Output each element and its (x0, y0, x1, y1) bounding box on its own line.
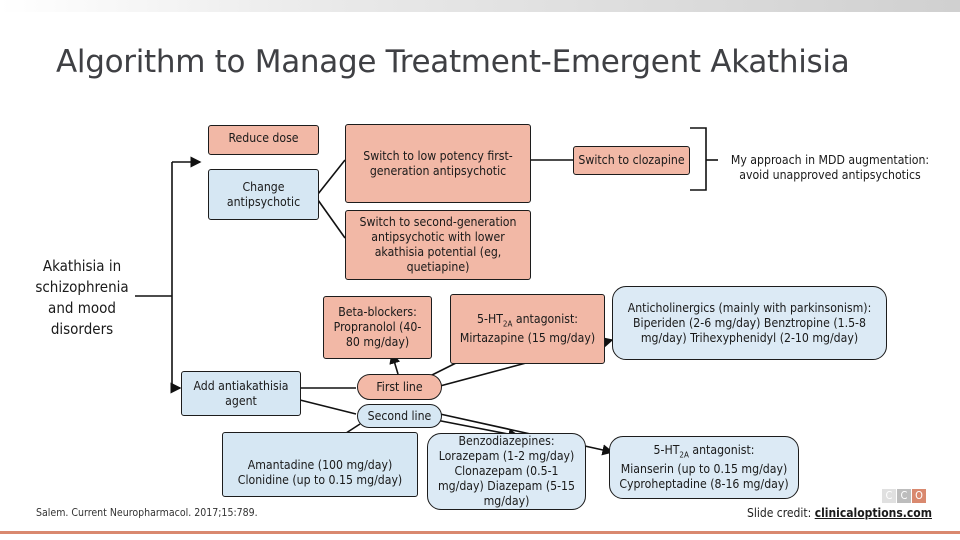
approach-note: My approach in MDD augmentation: avoid u… (730, 153, 930, 182)
citation: Salem. Current Neuropharmacol. 2017;15:7… (36, 507, 258, 519)
ht2a-second-heading: 5-HT2A antagonist: (653, 442, 755, 460)
logo-letter-3: O (912, 489, 926, 503)
ht2a-antagonist-first-line-box: 5-HT2A antagonist: Mirtazapine (15 mg/da… (450, 294, 605, 364)
second-line-box: Second line (357, 404, 442, 428)
connector-change-sga (317, 199, 346, 239)
credit-link[interactable]: clinicaloptions.com (814, 506, 932, 520)
change-antipsychotic-box: Change antipsychotic (208, 169, 319, 220)
benzodiazepines-box: Benzodiazepines: Lorazepam (1-2 mg/day) … (427, 433, 586, 510)
approach-bracket (690, 127, 707, 191)
credit-label: Slide credit: (747, 506, 815, 520)
bottom-accent-bar (0, 531, 960, 534)
switch-sga-box: Switch to second-generation antipsychoti… (345, 210, 531, 280)
switch-low-potency-box: Switch to low potency first-generation a… (345, 124, 531, 203)
first-line-box: First line (357, 374, 442, 400)
connector-add-second (299, 399, 357, 415)
ht2a-second-drugs: Mianserin (up to 0.15 mg/day) Cyprohepta… (619, 462, 789, 492)
switch-clozapine-box: Switch to clozapine (573, 146, 690, 175)
top-gradient-bar (0, 0, 960, 12)
slide-credit: Slide credit: clinicaloptions.com (747, 506, 932, 520)
start-node-label: Akathisia in schizophrenia and mood diso… (35, 257, 129, 338)
ht2a-first-heading: 5-HT2A antagonist: (477, 311, 578, 329)
add-antiakathisia-agent-box: Add antiakathisia agent (181, 371, 301, 416)
ht2a-antagonist-second-line-box: 5-HT2A antagonist: Mianserin (up to 0.15… (609, 436, 799, 499)
amantadine-clonidine-box: Amantadine (100 mg/day) Clonidine (up to… (222, 432, 418, 497)
logo-letter-2: C (897, 489, 911, 503)
cco-logo: C C O (882, 489, 927, 503)
slide-title: Algorithm to Manage Treatment-Emergent A… (56, 44, 850, 80)
connector-change-low-potency (317, 159, 346, 195)
anticholinergics-box: Anticholinergics (mainly with parkinsoni… (612, 286, 887, 360)
reduce-dose-box: Reduce dose (208, 125, 319, 155)
ht2a-first-drug: Mirtazapine (15 mg/day) (459, 331, 596, 346)
beta-blockers-box: Beta-blockers: Propranolol (40-80 mg/day… (323, 296, 432, 359)
logo-letter-1: C (882, 489, 896, 503)
